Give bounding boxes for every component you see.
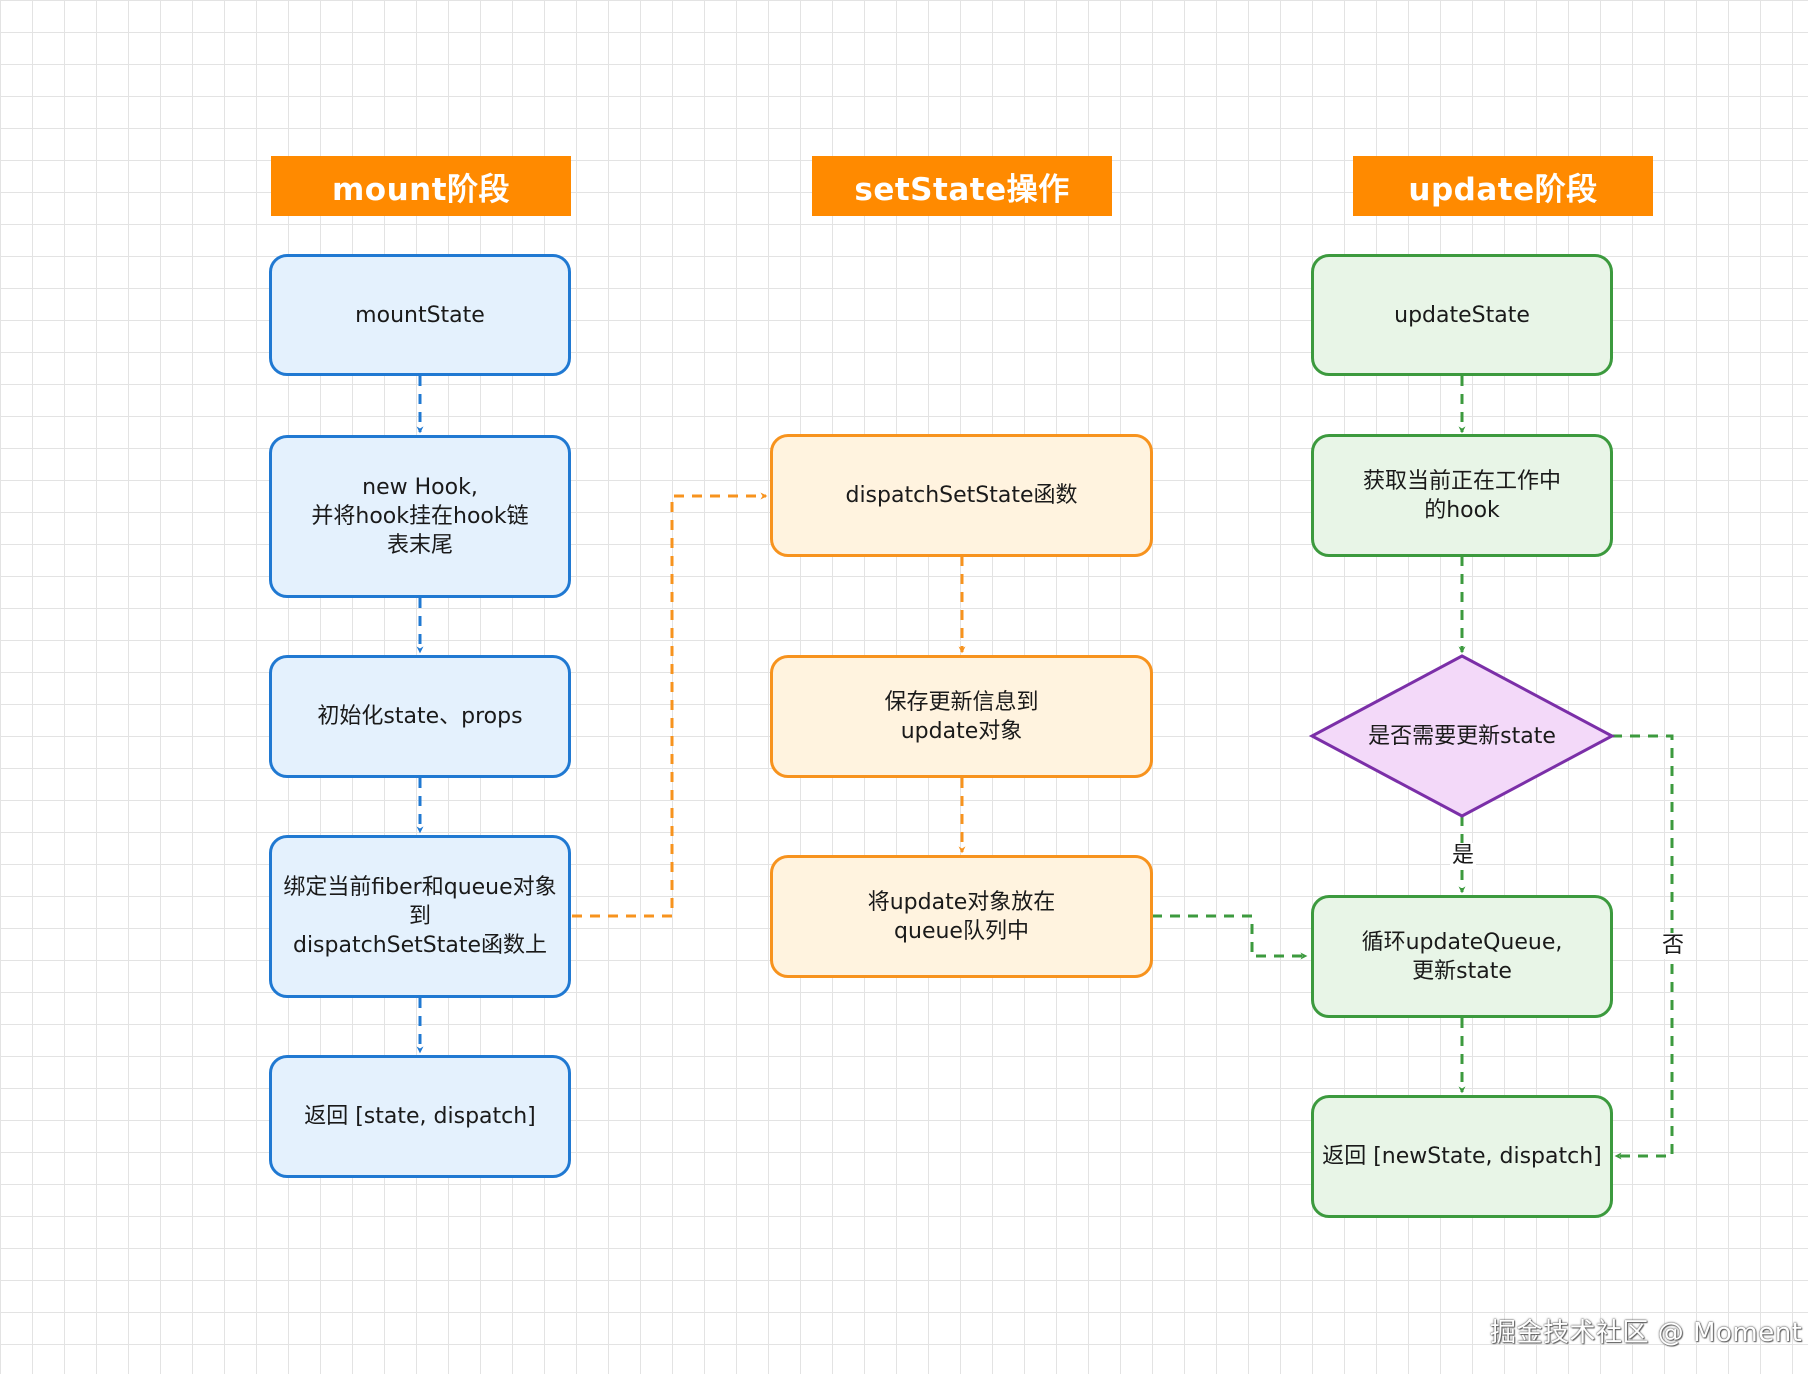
node-save-update: 保存更新信息到 update对象 [770,655,1153,778]
header-setstate-operation: setState操作 [812,156,1112,216]
node-bind-dispatch: 绑定当前fiber和queue对象 到 dispatchSetState函数上 [269,835,571,998]
node-need-update-state: 是否需要更新state [1368,723,1556,749]
node-return-new-state: 返回 [newState, dispatch] [1311,1095,1613,1218]
node-dispatch-setstate: dispatchSetState函数 [770,434,1153,557]
node-new-hook: new Hook, 并将hook挂在hook链 表末尾 [269,435,571,598]
node-init-state: 初始化state、props [269,655,571,778]
decision-diamond [1308,654,1616,818]
node-enqueue-update: 将update对象放在 queue队列中 [770,855,1153,978]
node-mount-state: mountState [269,254,571,376]
node-return-state: 返回 [state, dispatch] [269,1055,571,1178]
node-loop-update-queue: 循环updateQueue, 更新state [1311,895,1613,1018]
node-update-state: updateState [1311,254,1613,376]
edge-enqueue-to-loop [1152,914,1308,960]
header-update-phase: update阶段 [1353,156,1653,216]
edge-bind-to-dispatch [572,492,768,918]
watermark: 掘金技术社区 @ Moment [1490,1318,1803,1348]
edge-label-no: 否 [1660,933,1687,959]
header-mount-phase: mount阶段 [271,156,571,216]
node-get-hook: 获取当前正在工作中 的hook [1311,434,1613,557]
edge-label-yes: 是 [1450,843,1477,869]
